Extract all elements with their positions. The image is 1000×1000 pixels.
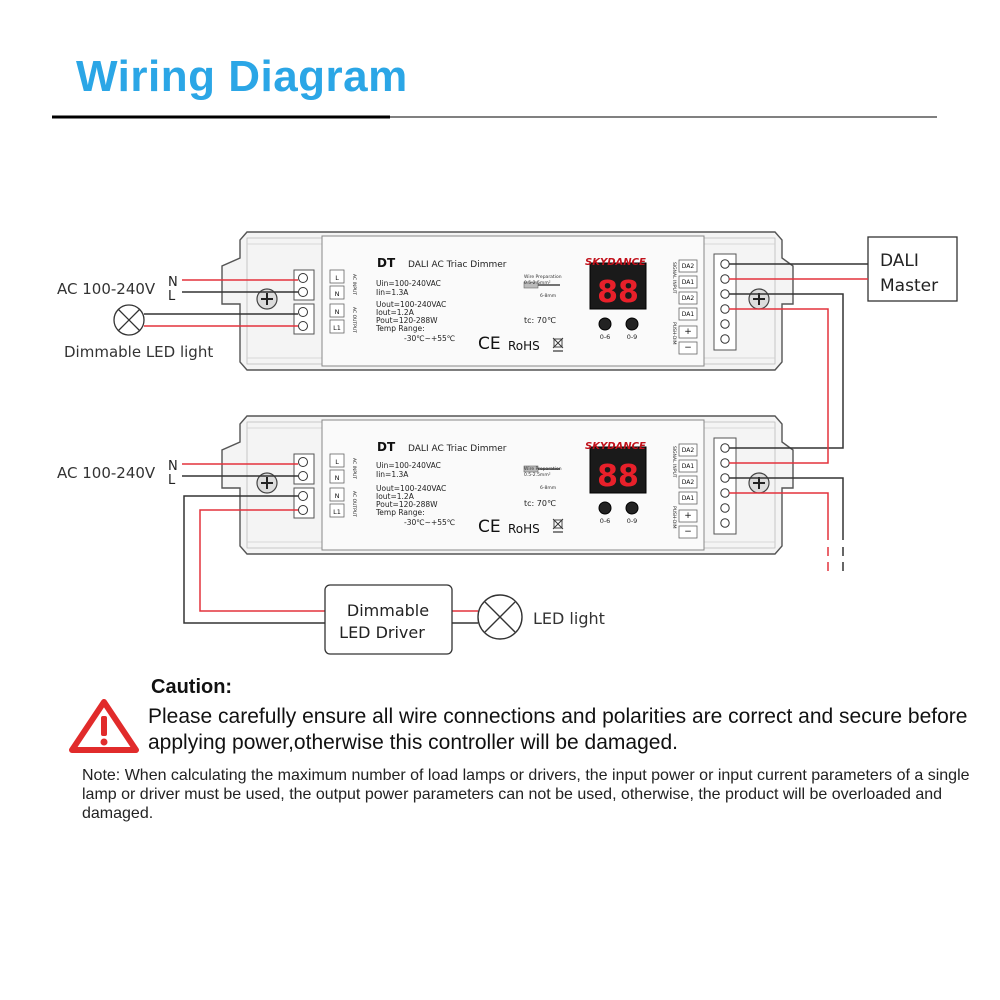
terminal-l-label: L	[335, 274, 339, 282]
dimmable-led-driver-box	[324, 584, 453, 655]
dali-bus-wires	[729, 263, 868, 540]
warning-icon	[69, 699, 139, 753]
dali-master-line2: Master	[880, 276, 938, 296]
plus-label: +	[684, 327, 692, 337]
iin-text: Iin=1.3A	[376, 470, 409, 479]
strip-length-text: 6-8mm	[540, 485, 556, 491]
terminal-out-n-label: N	[335, 308, 340, 316]
ac-input-side-label: AC INPUT	[351, 458, 357, 479]
caution-text: Please carefully ensure all wire connect…	[148, 705, 968, 754]
dali-da1b-label: DA1	[682, 495, 695, 502]
plus-label: +	[684, 511, 692, 521]
continuation-dashes	[827, 547, 844, 571]
uout-text: Uout=100-240VAC	[376, 300, 446, 309]
rohs-mark: RoHS	[508, 339, 540, 353]
uin-text: Uin=100-240VAC	[376, 461, 441, 470]
terminal-n-label: N	[335, 290, 340, 298]
brand-text: SKYDANCE	[585, 257, 646, 268]
tc-text: tc: 70℃	[524, 499, 556, 508]
terminal-out-l1-label: L1	[333, 508, 341, 516]
pout-text: Pout=120-288W	[376, 500, 438, 509]
signal-input-label: SIGNAL INPUT	[671, 262, 677, 294]
uin-text: Uin=100-240VAC	[376, 279, 441, 288]
model-text: DT	[377, 256, 396, 270]
terminal-out-l1-label: L1	[333, 324, 341, 332]
led-lamp-icon	[477, 594, 523, 640]
pout-text: Pout=120-288W	[376, 316, 438, 325]
temp-label-text: Temp Range:	[375, 324, 425, 333]
device-label-bottom: DT DALI AC Triac Dimmer Uin=100-240VAC I…	[333, 440, 694, 537]
iout-text: Iout=1.2A	[376, 308, 415, 317]
led-light-label: LED light	[533, 609, 605, 628]
wire-prep-text: Wire Preparation	[524, 466, 562, 472]
page-title: Wiring Diagram	[76, 52, 408, 101]
dali-da2b-label: DA2	[682, 295, 695, 302]
model-text: DT	[377, 440, 396, 454]
dimmable-led-light-label: Dimmable LED light	[64, 343, 213, 361]
knob1-label: 0-6	[600, 517, 611, 525]
tc-text: tc: 70℃	[524, 316, 556, 325]
ac-input-side-label: AC INPUT	[351, 274, 357, 295]
ce-mark: CE	[478, 517, 501, 537]
line-label-bottom: L	[168, 473, 176, 488]
ac-input-label-bottom: AC 100-240V	[57, 464, 156, 482]
push-dim-label: PUSH-DIM	[671, 322, 677, 345]
dali-da1b-label: DA1	[682, 311, 695, 318]
neutral-label-bottom: N	[168, 459, 178, 474]
strip-length-text: 6-8mm	[540, 293, 556, 299]
device-name-text: DALI AC Triac Dimmer	[408, 444, 507, 454]
driver-label-line1: Dimmable	[347, 601, 429, 620]
knob2-label: 0-9	[627, 333, 638, 341]
temp-range-text: -30℃~+55℃	[404, 334, 455, 343]
wires-left-bottom	[182, 463, 478, 624]
device-name-text: DALI AC Triac Dimmer	[408, 260, 507, 270]
temp-label-text: Temp Range:	[375, 508, 425, 517]
dali-da2-label: DA2	[682, 447, 695, 454]
minus-label: −	[684, 527, 692, 537]
ac-output-side-label: AC OUTPUT	[351, 307, 357, 333]
weee-bin-icon	[552, 337, 564, 352]
lamp-icon	[113, 304, 145, 336]
ce-mark: CE	[478, 334, 501, 354]
wires-left-top	[144, 279, 298, 327]
dali-da2b-label: DA2	[682, 479, 695, 486]
wire-prep-text: Wire Preparation	[524, 274, 562, 280]
uout-text: Uout=100-240VAC	[376, 484, 446, 493]
ac-input-label-top: AC 100-240V	[57, 280, 156, 298]
neutral-label-top: N	[168, 275, 178, 290]
note-text: Note: When calculating the maximum numbe…	[82, 767, 970, 822]
temp-range-text: -30℃~+55℃	[404, 518, 455, 527]
device-label-top: DT DALI AC Triac Dimmer Uin=100-240VAC I…	[333, 256, 694, 354]
line-label-top: L	[168, 289, 176, 304]
terminal-l-label: L	[335, 458, 339, 466]
terminal-out-n-label: N	[335, 492, 340, 500]
minus-label: −	[684, 343, 692, 353]
dali-master-line1: DALI	[880, 251, 919, 271]
iin-text: Iin=1.3A	[376, 288, 409, 297]
iout-text: Iout=1.2A	[376, 492, 415, 501]
knob2-label: 0-9	[627, 517, 638, 525]
wire-spec-text: 0.5-2.5mm²	[524, 280, 551, 286]
knob1-label: 0-6	[600, 333, 611, 341]
brand-text: SKYDANCE	[585, 441, 646, 452]
display-readout: 88	[597, 275, 639, 310]
terminal-n-label: N	[335, 474, 340, 482]
signal-input-label: SIGNAL INPUT	[671, 446, 677, 478]
dali-da1-label: DA1	[682, 463, 695, 470]
display-readout: 88	[597, 459, 639, 494]
rohs-mark: RoHS	[508, 522, 540, 536]
push-dim-label: PUSH-DIM	[671, 506, 677, 529]
dali-da1-label: DA1	[682, 279, 695, 286]
dali-da2-label: DA2	[682, 263, 695, 270]
weee-bin-icon	[552, 518, 564, 533]
ac-output-side-label: AC OUTPUT	[351, 491, 357, 517]
driver-label-line2: LED Driver	[339, 623, 425, 642]
wire-spec-text: 0.5-2.5mm²	[524, 472, 551, 478]
dali-master-box	[867, 236, 958, 302]
caution-title: Caution:	[151, 676, 233, 698]
